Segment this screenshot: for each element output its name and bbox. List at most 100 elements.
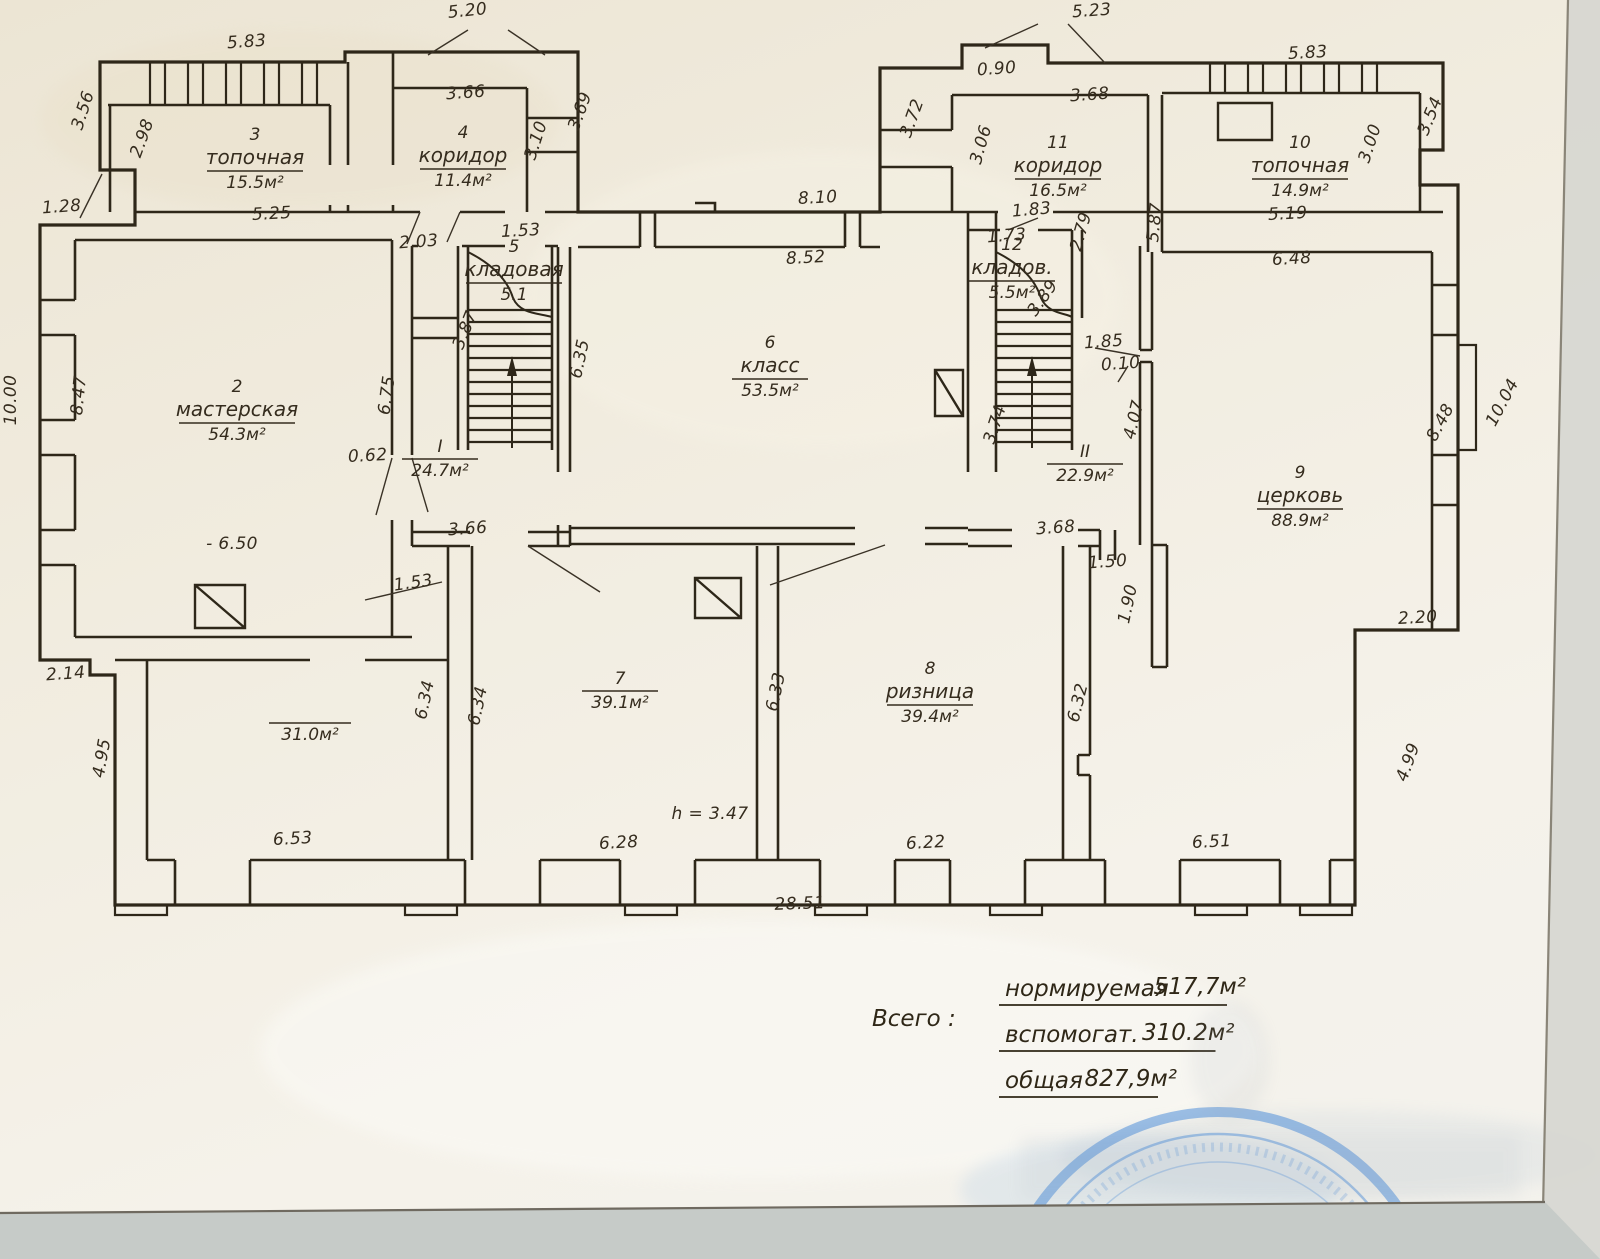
dimension-label: 0.10 xyxy=(1100,353,1141,376)
room-label: 24.7м² xyxy=(411,461,469,481)
summary-row-label: общая xyxy=(1005,1068,1083,1094)
dimension-label: 0.62 xyxy=(348,445,388,467)
room-label: 10 xyxy=(1289,133,1311,153)
room-label: 3 xyxy=(250,125,261,145)
room-label: 22.9м² xyxy=(1056,466,1114,486)
dimension-label: 0.90 xyxy=(976,58,1017,81)
dimension-label: 5.83 xyxy=(1288,42,1328,64)
dimension-label: 5.87 xyxy=(1143,202,1167,243)
dimension-label: 3.68 xyxy=(1035,517,1076,540)
room-label: 9 xyxy=(1295,463,1306,483)
dimension-label: 5.19 xyxy=(1268,203,1308,225)
room-label: 14.9м² xyxy=(1271,181,1329,201)
dimension-label: 28.51 xyxy=(774,893,825,915)
dimension-label: 1.73 xyxy=(986,225,1027,248)
room-label: 8 xyxy=(925,659,936,679)
dimension-label: 3.68 xyxy=(1069,84,1110,107)
dimension-label: 6.32 xyxy=(1064,681,1093,724)
room-label: 5.5м² xyxy=(989,283,1036,303)
room-label: 4 xyxy=(458,123,469,143)
room-label: 39.1м² xyxy=(591,693,649,713)
interior-walls xyxy=(40,52,1458,905)
summary-row-label: нормируемая xyxy=(1005,976,1169,1002)
dimension-label: 6.53 xyxy=(273,828,313,850)
summary-row-value: 517,7м² xyxy=(1154,974,1246,1000)
summary-row-value: 827,9м² xyxy=(1085,1066,1177,1092)
dimension-label: 3.66 xyxy=(445,82,486,105)
dimension-label: 6.34 xyxy=(411,679,439,722)
room-label: 31.0м² xyxy=(281,725,339,745)
dimension-label: 5.20 xyxy=(447,0,488,23)
dimension-label: 4.99 xyxy=(1392,740,1424,784)
room-label: церковь xyxy=(1257,483,1344,507)
dimension-label: 10.04 xyxy=(1482,376,1523,430)
dimension-label: 1.90 xyxy=(1114,583,1142,626)
dimension-label: 3.00 xyxy=(1355,122,1386,166)
dimension-label: 1.28 xyxy=(41,196,82,219)
room-label: 39.4м² xyxy=(901,707,959,727)
leader-lines xyxy=(79,23,1141,601)
room-label: 88.9м² xyxy=(1271,511,1329,531)
dimension-label: 1.50 xyxy=(1087,551,1128,574)
room-label: 16.5м² xyxy=(1029,181,1087,201)
room-label: ризница xyxy=(885,679,974,703)
stove-and-window-symbols xyxy=(193,101,1274,630)
dimension-label: 3.06 xyxy=(966,123,996,166)
note-label: - 6.50 xyxy=(206,534,258,554)
room-label: II xyxy=(1080,442,1090,462)
dimension-label: 3.72 xyxy=(896,96,928,140)
dimension-label: 3.66 xyxy=(447,518,488,541)
dimension-label: 5.23 xyxy=(1071,0,1112,22)
room-label: топочная xyxy=(1251,153,1349,177)
stair-arrows xyxy=(467,251,1073,448)
dimension-label: 2.20 xyxy=(1398,607,1438,629)
summary-row-label: вспомогат. xyxy=(1005,1022,1139,1048)
room-label: 53.5м² xyxy=(741,381,799,401)
room-label: 12 xyxy=(1001,235,1023,255)
dimension-label: 6.51 xyxy=(1192,831,1232,853)
dimension-label: 2.14 xyxy=(45,663,86,686)
watermark-smudge xyxy=(1020,1000,1520,1200)
dimension-label: 6.75 xyxy=(374,374,399,416)
dimension-label: 8.48 xyxy=(1422,401,1458,445)
dimension-label: 1.83 xyxy=(1011,198,1052,221)
summary-total-label: Всего : xyxy=(872,1006,956,1032)
dimension-label: 2.03 xyxy=(398,231,439,254)
up-arrow-icon xyxy=(1027,356,1037,376)
room-label: 2 xyxy=(232,377,243,397)
dimension-label: 3.69 xyxy=(564,89,596,133)
room-label: мастерская xyxy=(176,397,298,421)
room-label: кладовая xyxy=(464,257,563,281)
room-label: 11 xyxy=(1047,133,1069,153)
room-label: класс xyxy=(740,353,799,377)
room-label: 5 xyxy=(509,237,520,257)
dimension-label: 6.33 xyxy=(762,671,790,714)
dimension-label: 8.47 xyxy=(67,375,91,416)
dimension-label: 1.53 xyxy=(392,570,434,595)
room-label: кладов. xyxy=(971,255,1052,279)
room-label: 6 xyxy=(765,333,776,353)
dimension-label: 5.25 xyxy=(252,203,292,225)
dimension-label: 8.10 xyxy=(798,187,838,209)
dimension-label: 10.00 xyxy=(1,375,21,426)
room-label: коридор xyxy=(1014,153,1103,177)
dimension-label: 1.85 xyxy=(1083,331,1124,354)
room-label: 15.5м² xyxy=(226,173,284,193)
dimension-label: 5.83 xyxy=(226,31,267,54)
note-label: h = 3.47 xyxy=(672,804,749,824)
paper-texture xyxy=(40,30,1260,1180)
dimension-label: 8.52 xyxy=(786,247,826,269)
up-arrow-icon xyxy=(507,356,517,376)
room-label: топочная xyxy=(206,145,304,169)
dimension-label: 4.07 xyxy=(1120,398,1149,441)
room-label: 5.1 xyxy=(500,285,527,305)
dimension-label: 1.53 xyxy=(501,220,541,242)
dimension-label: 4.95 xyxy=(89,737,116,779)
room-label: коридор xyxy=(419,143,508,167)
dimension-label: 6.34 xyxy=(464,685,492,728)
room-label: I xyxy=(437,437,442,457)
room-label: 11.4м² xyxy=(434,171,492,191)
